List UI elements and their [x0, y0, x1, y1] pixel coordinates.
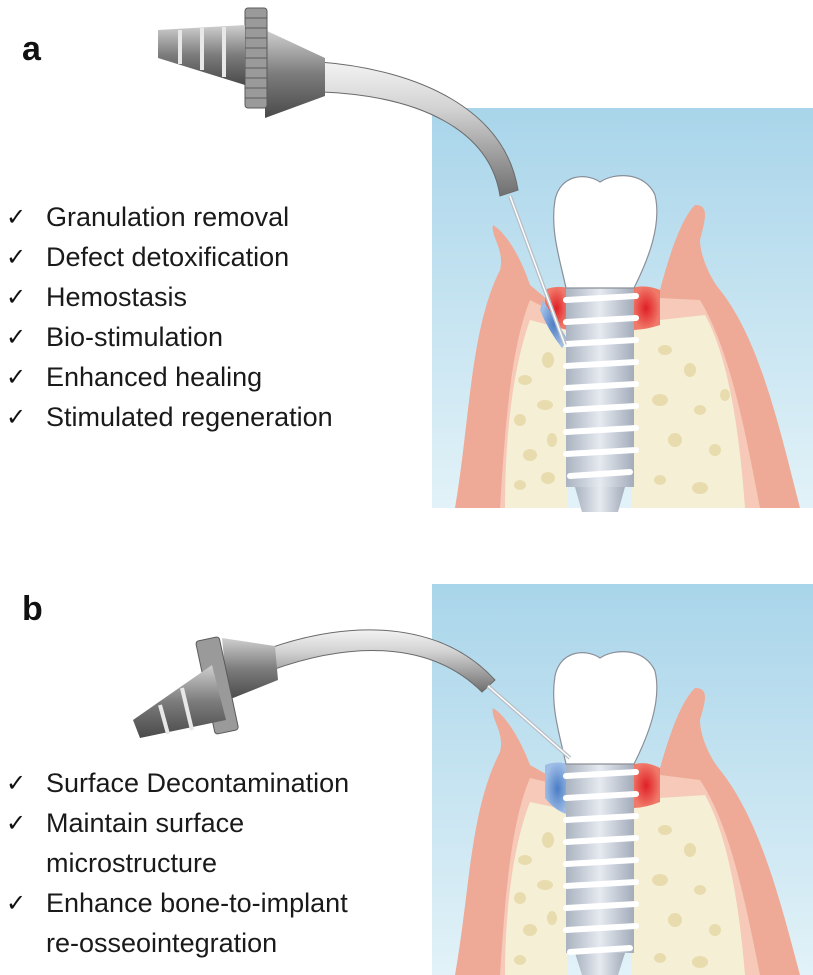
bone-pores [514, 825, 721, 968]
left-bone [505, 320, 568, 508]
bone-pores [514, 345, 730, 494]
panel-b: b ✓ Surface Decontamination ✓ Maintain sur… [0, 520, 813, 975]
dental-scene-a [158, 7, 813, 512]
inflammation-right [632, 286, 660, 330]
list-item-text: Bio-stimulation [46, 322, 224, 352]
check-icon: ✓ [6, 283, 27, 311]
inflammation-right [632, 763, 660, 808]
check-icon: ✓ [6, 769, 27, 797]
right-bone [632, 315, 745, 508]
check-icon: ✓ [6, 203, 27, 231]
list-item-text: Granulation removal [46, 202, 290, 232]
list-item: ✓ Hemostasis [6, 277, 333, 317]
list-item-text: Enhance bone-to-implant re-osseointegrat… [46, 888, 348, 958]
dental-scene-b [133, 584, 813, 975]
list-item: ✓ Enhanced healing [6, 357, 333, 397]
list-item-text: Hemostasis [46, 282, 188, 312]
check-icon: ✓ [6, 403, 27, 431]
list-item: ✓ Stimulated regeneration [6, 397, 333, 437]
list-item: ✓ Maintain surface microstructure [6, 803, 349, 883]
implant-b [563, 763, 639, 975]
list-item: ✓ Bio-stimulation [6, 317, 333, 357]
crown-b [553, 651, 658, 765]
crown-a [553, 175, 658, 289]
panel-label-b: b [22, 590, 43, 628]
check-icon: ✓ [6, 889, 27, 917]
check-icon: ✓ [6, 363, 27, 391]
panel-a: a ✓ Granulation removal ✓ Defect detoxific… [6, 7, 813, 512]
list-item: ✓ Surface Decontamination [6, 763, 349, 803]
list-item: ✓ Enhance bone-to-implant re-osseointegra… [6, 883, 349, 963]
list-item-text: Stimulated regeneration [46, 402, 333, 432]
list-item-text: Maintain surface microstructure [46, 808, 245, 878]
check-icon: ✓ [6, 809, 27, 837]
list-item-text: Defect detoxification [46, 242, 290, 272]
panel-label-a: a [22, 30, 41, 68]
list-item-text: Surface Decontamination [46, 768, 350, 798]
check-icon: ✓ [6, 243, 27, 271]
list-item: ✓ Granulation removal [6, 197, 333, 237]
implant-a [563, 287, 639, 512]
checklist-a: ✓ Granulation removal ✓ Defect detoxificat… [6, 197, 333, 437]
checklist-b: ✓ Surface Decontamination ✓ Maintain surfa… [6, 763, 349, 963]
laser-handpiece-b [133, 629, 572, 760]
laser-handpiece-a [158, 7, 567, 346]
list-item: ✓ Defect detoxification [6, 237, 333, 277]
check-icon: ✓ [6, 323, 27, 351]
list-item-text: Enhanced healing [46, 362, 263, 392]
